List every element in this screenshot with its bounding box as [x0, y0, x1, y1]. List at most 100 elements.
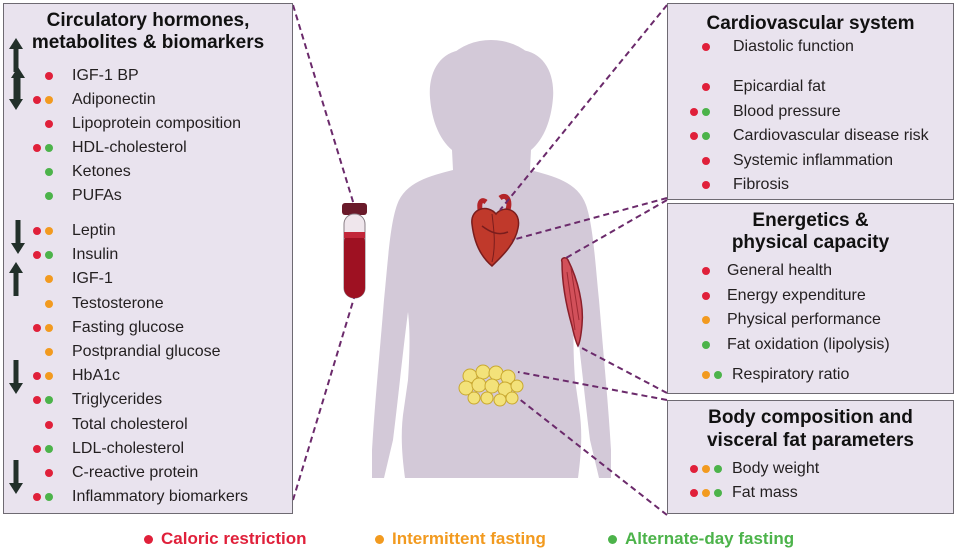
list-item-label: Testosterone — [72, 294, 164, 312]
legend-alternate-day-fasting-label: Alternate-day fasting — [625, 529, 795, 548]
red-dot-icon — [45, 72, 53, 80]
body-composition-panel-title-line1: Body composition and — [708, 407, 913, 428]
circulatory-panel: Circulatory hormones, metabolites & biom… — [3, 3, 293, 514]
orange-dot-icon — [45, 348, 53, 356]
green-dot-icon — [714, 465, 722, 473]
arrow-up-icon — [9, 262, 25, 301]
green-dot-icon — [45, 493, 53, 502]
energetics-panel: Energetics & physical capacity — [667, 203, 954, 394]
orange-dot-icon — [702, 465, 710, 473]
fasting-regimen-dots — [690, 132, 710, 140]
orange-dot-icon — [702, 371, 710, 379]
fasting-regimen-dots — [702, 291, 710, 300]
orange-dot-icon — [45, 323, 53, 332]
fasting-regimen-dots — [45, 420, 53, 429]
red-dot-icon — [702, 83, 710, 91]
body-composition-panel-title-line2: visceral fat parameters — [706, 430, 914, 451]
legend-caloric-restriction-label: Caloric restriction — [161, 529, 307, 548]
fasting-regimen-dots — [33, 251, 53, 260]
legend-caloric-restriction: Caloric restriction — [144, 529, 307, 549]
green-dot-icon — [714, 489, 722, 497]
red-dot-icon — [690, 132, 698, 140]
fasting-regimen-dots — [690, 489, 722, 497]
energetics-panel-title-line2: physical capacity — [731, 232, 890, 253]
orange-dot-icon — [45, 227, 53, 235]
fasting-regimen-dots — [33, 227, 53, 235]
fasting-regimen-dots — [45, 120, 53, 128]
orange-dot-icon — [702, 316, 710, 324]
red-dot-icon — [702, 181, 710, 189]
circulatory-panel-title: Circulatory hormones, metabolites & biom… — [31, 10, 265, 53]
red-dot-icon — [33, 144, 41, 152]
fasting-regimen-dots — [45, 469, 53, 477]
green-dot-icon — [702, 340, 710, 349]
green-dot-icon — [45, 168, 53, 176]
fasting-regimen-dots — [702, 316, 710, 324]
muscle-icon — [560, 257, 584, 348]
list-item-label: Ketones — [72, 163, 131, 180]
legend-dot-green-icon — [608, 534, 617, 544]
green-dot-icon — [45, 396, 53, 405]
fasting-regimen-dots — [33, 396, 53, 405]
list-item-label: IGF-1 BP — [72, 67, 139, 84]
fasting-regimen-dots — [33, 144, 53, 152]
list-item-label: IGF-1 — [72, 270, 113, 288]
list-item-label: C-reactive protein — [72, 464, 199, 481]
legend-dot-red-icon — [144, 534, 153, 544]
red-dot-icon — [33, 96, 41, 104]
orange-dot-icon — [45, 372, 53, 381]
list-item-label: Inflammatory biomarkers — [72, 488, 249, 506]
adipose-tissue-icon — [458, 364, 524, 407]
list-item-label: Blood pressure — [733, 102, 841, 120]
list-item-label: Postprandial glucose — [72, 343, 221, 360]
fasting-regimen-dots — [45, 192, 53, 200]
fasting-regimen-dots — [702, 83, 710, 91]
fasting-regimen-dots — [702, 371, 722, 379]
list-item-label: Triglycerides — [72, 391, 163, 409]
legend-dot-orange-icon — [375, 534, 384, 544]
list-item-label: Lipoprotein composition — [72, 115, 241, 132]
heart-icon — [471, 194, 520, 268]
red-dot-icon — [33, 372, 41, 381]
red-dot-icon — [702, 267, 710, 275]
red-dot-icon — [33, 251, 41, 260]
list-item-label: Adiponectin — [72, 91, 156, 108]
red-dot-icon — [690, 107, 698, 116]
list-item-label: Epicardial fat — [733, 78, 826, 95]
legend-alternate-day-fasting: Alternate-day fasting — [608, 529, 794, 549]
list-item-label: Physical performance — [727, 311, 881, 328]
green-dot-icon — [714, 371, 722, 379]
legend-intermittent-fasting: Intermittent fasting — [375, 529, 546, 549]
fasting-regimen-dots — [702, 340, 710, 349]
list-item-label: Fat mass — [732, 484, 798, 501]
list-item-label: HDL-cholesterol — [72, 139, 187, 156]
red-dot-icon — [45, 469, 53, 477]
list-item-label: Total cholesterol — [72, 415, 188, 433]
fasting-regimen-dots — [690, 107, 710, 116]
fasting-regimen-dots — [702, 181, 710, 189]
green-dot-icon — [45, 192, 53, 200]
red-dot-icon — [690, 465, 698, 473]
fasting-regimen-dots — [45, 168, 53, 176]
arrow-down-icon — [9, 460, 25, 499]
fasting-regimen-dots — [45, 348, 53, 356]
fasting-regimen-dots — [702, 43, 710, 51]
green-dot-icon — [702, 132, 710, 140]
orange-dot-icon — [45, 299, 53, 308]
fasting-regimen-dots — [33, 323, 53, 332]
list-item-label: Respiratory ratio — [732, 366, 850, 383]
fasting-regimen-dots — [690, 465, 722, 473]
energetics-panel-title-line1: Energetics & — [752, 210, 869, 231]
green-dot-icon — [45, 251, 53, 260]
list-item-label: Body weight — [732, 460, 820, 477]
green-dot-icon — [702, 107, 710, 116]
list-item-label: Leptin — [72, 222, 116, 239]
blood-tube-icon — [342, 203, 367, 299]
red-dot-icon — [690, 489, 698, 497]
red-dot-icon — [33, 396, 41, 405]
arrow-down-icon — [11, 220, 27, 259]
list-item-label: PUFAs — [72, 187, 122, 204]
orange-dot-icon — [45, 96, 53, 104]
list-item-label: Energy expenditure — [727, 286, 866, 304]
arrow-down-icon — [9, 76, 25, 115]
